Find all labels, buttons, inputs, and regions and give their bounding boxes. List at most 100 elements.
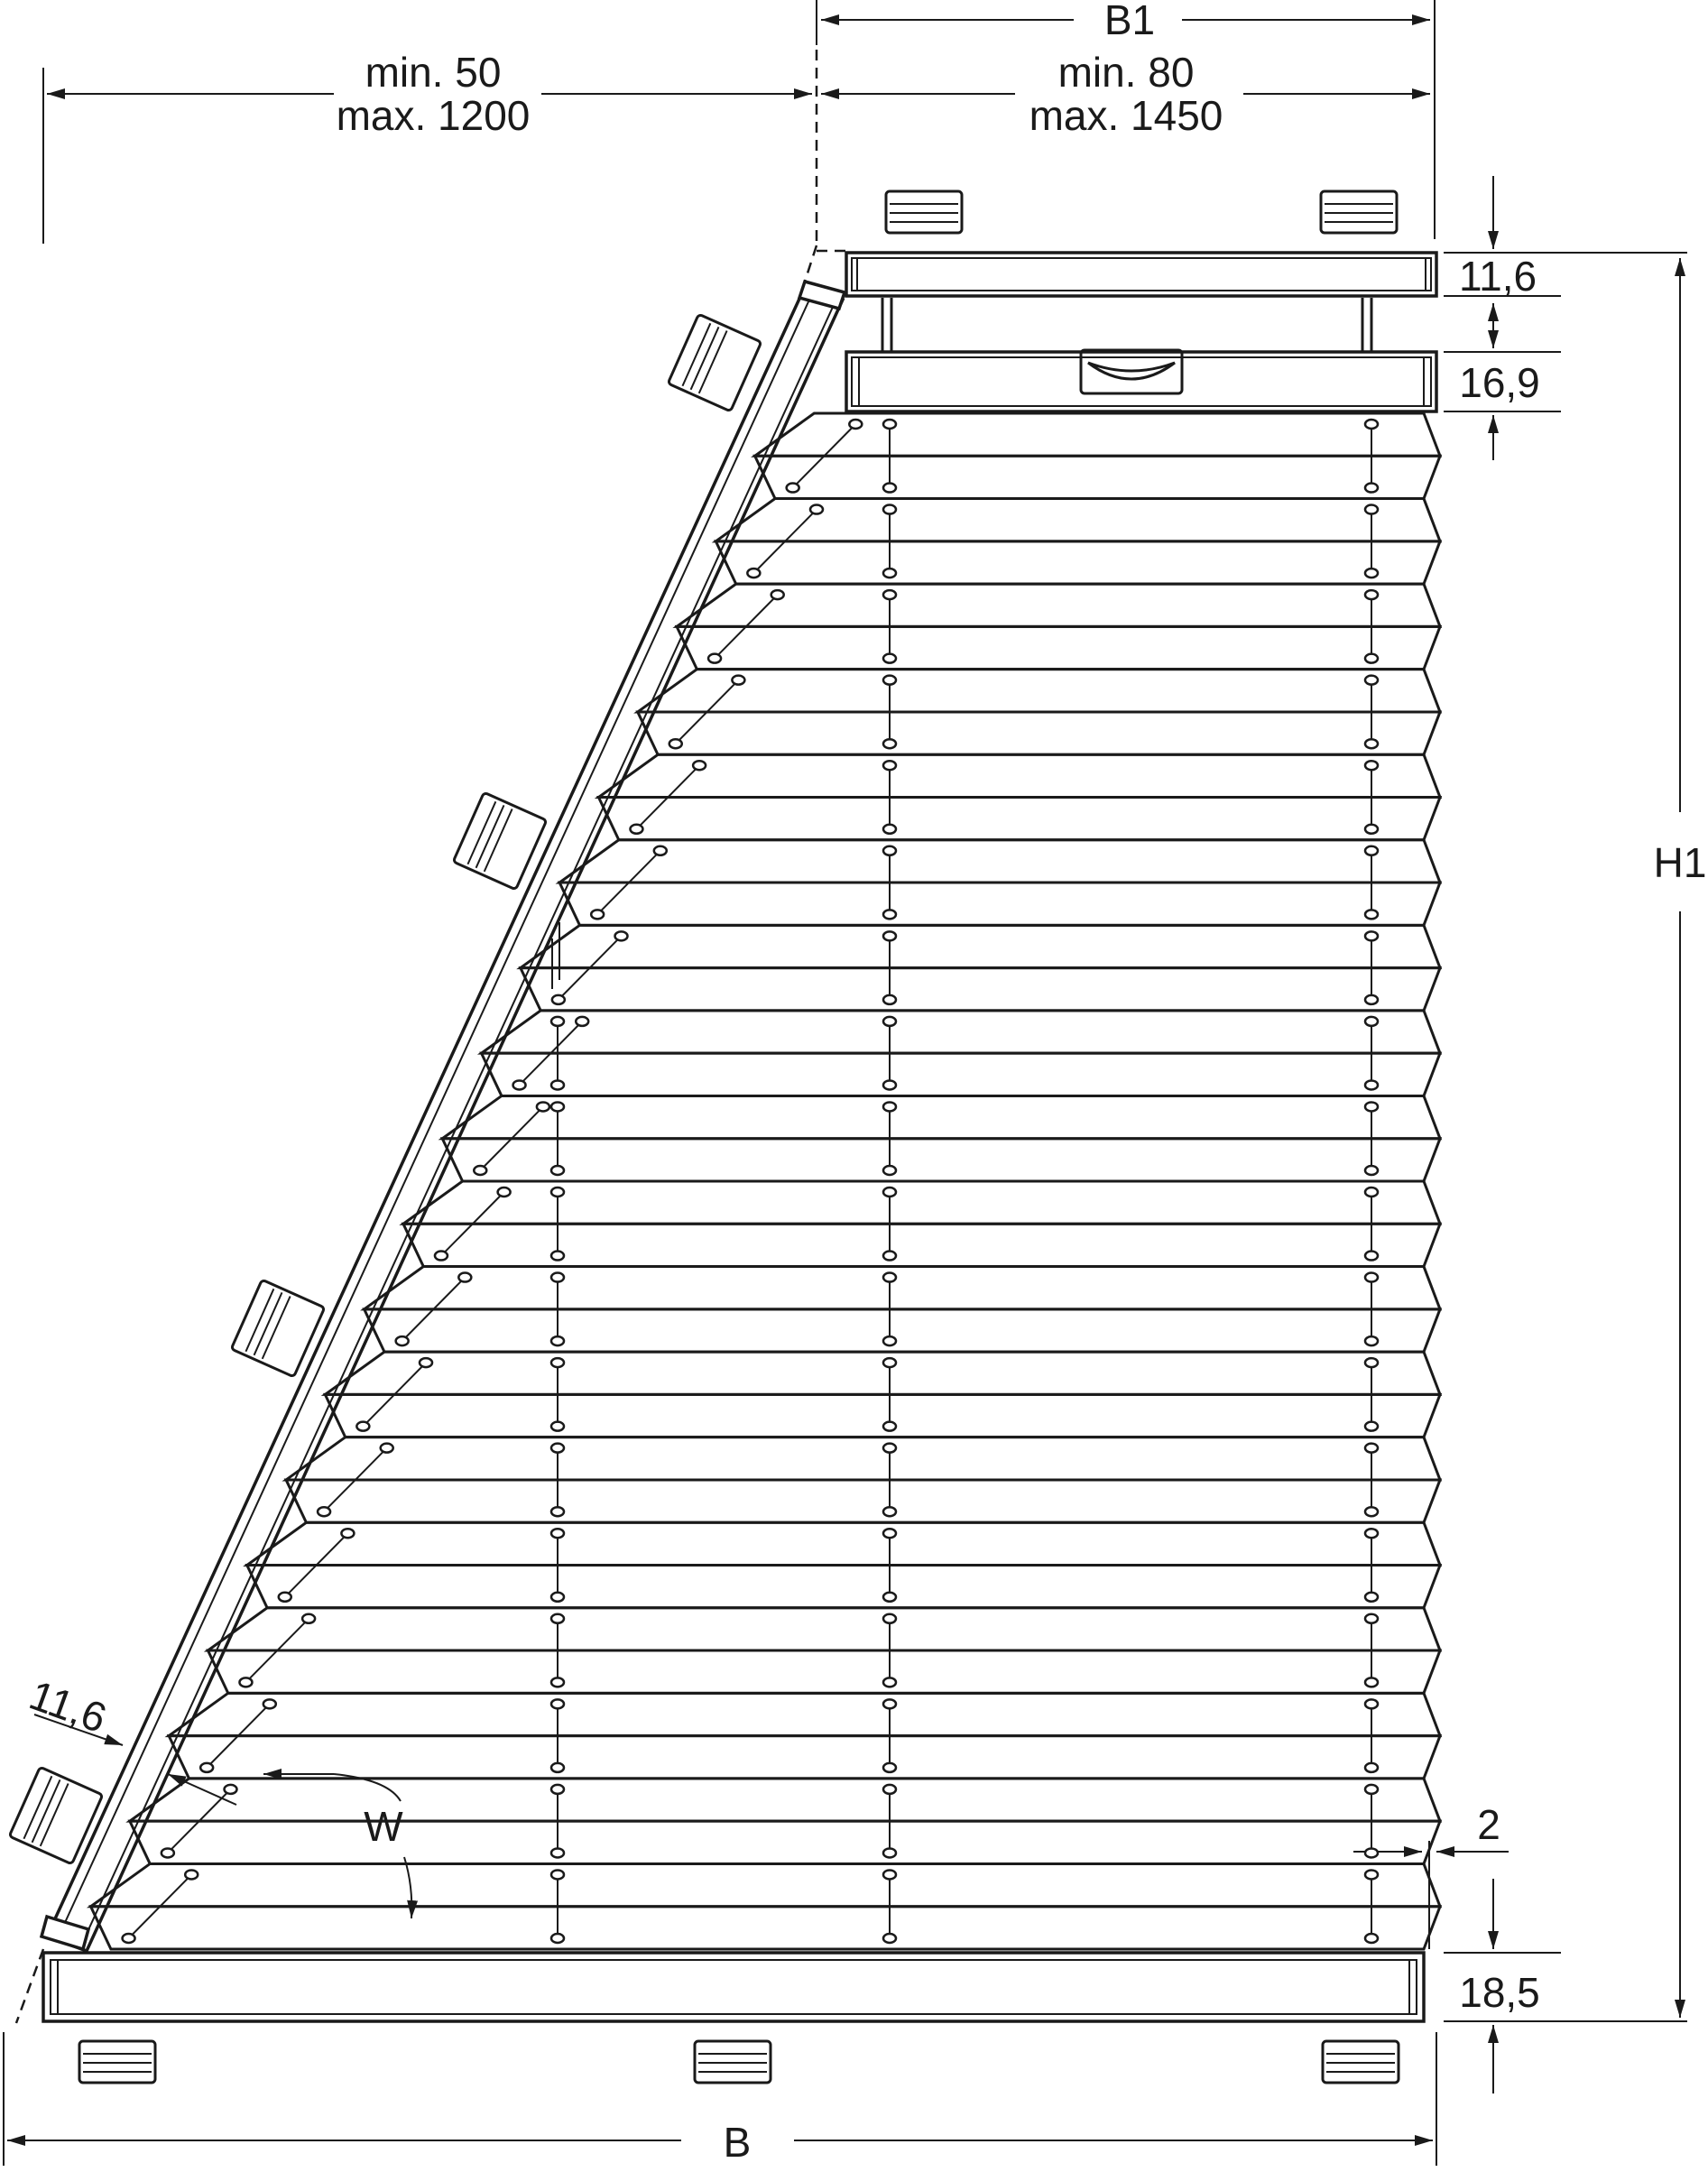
slanted-cord	[752, 508, 817, 574]
dimension-b: B	[3, 2032, 1437, 2166]
top-rail-label: 11,6	[1459, 253, 1537, 300]
cord-hole	[549, 1271, 566, 1283]
cord-hole	[882, 1847, 898, 1859]
second-rail-label: 16,9	[1459, 359, 1540, 406]
b1-label: B1	[1104, 0, 1155, 43]
pleat-upper-facet	[438, 1094, 1443, 1141]
angle-label: W	[364, 1803, 403, 1850]
pleat-upper-facet	[594, 753, 1443, 799]
cord-hole	[394, 1335, 410, 1347]
cord-hole	[882, 1186, 898, 1198]
slanted-rail-label: 11,6	[23, 1671, 113, 1742]
cord-hole	[340, 1527, 355, 1539]
cord-hole	[1363, 1271, 1380, 1283]
bottom-bracket-center	[693, 2039, 772, 2084]
cord-hole	[1363, 759, 1380, 772]
slanted-cord	[127, 1873, 192, 1939]
pleat-lower-facet	[674, 624, 1443, 671]
dimension-gap: 2	[1353, 1801, 1509, 1949]
cord-hole	[882, 1079, 898, 1091]
slanted-cord	[206, 1703, 271, 1769]
cord-hole	[277, 1591, 293, 1604]
cord-hole	[882, 652, 898, 664]
slanted-cord	[362, 1362, 427, 1428]
cord-hole	[549, 1250, 566, 1262]
cord-hole	[1363, 1186, 1380, 1198]
cord-hole	[549, 1613, 566, 1625]
cord-hole	[549, 1356, 566, 1369]
cord-hole	[1363, 1761, 1380, 1774]
right-width-max-label: max. 1450	[1029, 92, 1223, 139]
cord-hole	[882, 504, 898, 515]
pleat-lower-facet	[596, 796, 1443, 842]
cord-hole	[549, 1186, 566, 1198]
cord-hole	[785, 482, 800, 494]
cord-hole	[512, 1079, 527, 1091]
cord-hole	[1363, 567, 1380, 579]
cord-hole	[882, 1015, 898, 1028]
cord-hole	[589, 909, 605, 920]
cord-hole	[882, 1271, 898, 1283]
cord-hole	[1363, 1505, 1380, 1518]
cord-hole	[549, 1761, 566, 1774]
top-rail	[817, 249, 1438, 298]
pleat-upper-facet	[633, 668, 1443, 714]
cord-hole	[223, 1783, 238, 1796]
cord-hole	[1363, 1250, 1380, 1262]
dimension-b1: B1	[816, 0, 1436, 239]
cord-hole	[473, 1164, 488, 1177]
cord-hole	[549, 1677, 566, 1688]
top-bracket-right	[1319, 189, 1399, 235]
cord-hole	[535, 1101, 551, 1113]
cord-hole	[882, 1761, 898, 1774]
cord-hole	[550, 994, 567, 1006]
cord-hole	[1363, 1527, 1380, 1539]
cord-hole	[882, 909, 898, 920]
cord-hole	[882, 1677, 898, 1688]
cord-hole	[808, 504, 825, 515]
cord-hole	[882, 845, 898, 857]
cord-hole	[549, 1101, 566, 1113]
cord-hole	[1363, 588, 1380, 601]
cord-hole	[549, 1335, 566, 1347]
cord-hole	[1363, 994, 1380, 1006]
cord-hole	[300, 1613, 317, 1625]
dimension-bottom-rail: 18,5	[1444, 1879, 1687, 2093]
cord-hole	[549, 1847, 566, 1859]
pleat-lower-facet	[88, 1905, 1443, 1951]
cord-hole	[1363, 1591, 1380, 1604]
dimension-second-rail: 16,9	[1444, 351, 1561, 460]
slanted-cord	[714, 594, 779, 660]
slanted-bracket-4	[8, 1766, 104, 1865]
second-rail	[845, 298, 1438, 413]
cord-hole	[882, 1356, 898, 1369]
pleat-lower-facet	[166, 1734, 1443, 1780]
cord-hole	[882, 482, 898, 494]
bottom-bracket-left	[78, 2039, 157, 2084]
dimension-right-width: min. 80 max. 1450	[821, 49, 1430, 139]
cord-hole	[848, 418, 863, 430]
pleat-lower-facet	[245, 1564, 1443, 1610]
slanted-bracket-2	[452, 791, 548, 891]
cord-hole	[1363, 504, 1380, 515]
cord-hole	[549, 1015, 566, 1028]
cord-hole	[549, 1505, 566, 1518]
gap-label: 2	[1477, 1801, 1500, 1848]
cord-hole	[1363, 1356, 1380, 1369]
cord-hole	[355, 1420, 371, 1432]
cord-hole	[549, 1932, 566, 1945]
slanted-cord	[635, 764, 700, 830]
right-width-min-label: min. 80	[1058, 49, 1195, 96]
cord-hole	[882, 1442, 898, 1454]
pleat-upper-facet	[476, 1009, 1443, 1055]
pleat-upper-facet	[125, 1777, 1443, 1823]
slanted-cord	[323, 1446, 388, 1512]
cord-hole	[614, 930, 629, 942]
cord-hole	[183, 1869, 199, 1881]
pleat-upper-facet	[360, 1265, 1443, 1311]
cord-hole	[549, 1527, 566, 1539]
cord-hole	[238, 1677, 254, 1688]
cord-hole	[882, 1591, 898, 1604]
slanted-cord	[558, 935, 623, 1001]
